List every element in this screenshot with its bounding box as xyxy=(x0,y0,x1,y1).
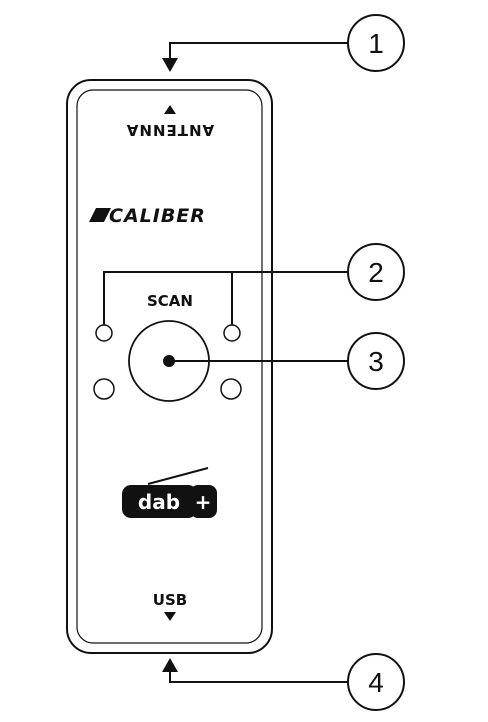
callout-4-circle xyxy=(347,653,405,711)
scan-label: SCAN xyxy=(147,292,193,310)
hole-left-icon xyxy=(93,378,115,400)
callout-3-circle xyxy=(347,332,405,390)
callout-4-number: 4 xyxy=(368,667,384,698)
callout-4-arrow-icon xyxy=(162,658,178,672)
hole-right-icon xyxy=(220,378,242,400)
dab-plus-text: + xyxy=(195,490,212,514)
callout-4-line xyxy=(169,672,348,683)
callout-2-circle xyxy=(347,243,405,301)
caliber-logo-mark-icon xyxy=(89,208,111,222)
dab-logo-box xyxy=(122,485,197,518)
dab-plus-logo: dab + xyxy=(122,467,217,518)
callout-3-number: 3 xyxy=(368,346,384,377)
callout-1-line xyxy=(169,42,348,60)
antenna-label: ANTENNA xyxy=(126,121,214,139)
antenna-arrow-icon xyxy=(164,105,176,114)
callout-1-circle xyxy=(347,14,405,72)
device-body-inner xyxy=(76,89,263,644)
usb-arrow-icon xyxy=(164,612,176,621)
callout-1-arrow-icon xyxy=(162,58,178,72)
usb-label: USB xyxy=(153,591,187,609)
callout-2-line xyxy=(103,271,348,325)
dab-logo-text: dab xyxy=(138,490,180,514)
callout-1-number: 1 xyxy=(368,28,384,59)
led-right-icon xyxy=(223,324,241,342)
callout-3-dot-icon xyxy=(163,355,175,367)
brand-label: CALIBER xyxy=(109,205,206,227)
led-left-icon xyxy=(95,324,113,342)
callout-2-number: 2 xyxy=(368,257,384,288)
dab-plus-box xyxy=(190,485,217,518)
caliber-logo: CALIBER xyxy=(89,205,206,227)
dab-antenna-icon xyxy=(147,467,209,485)
